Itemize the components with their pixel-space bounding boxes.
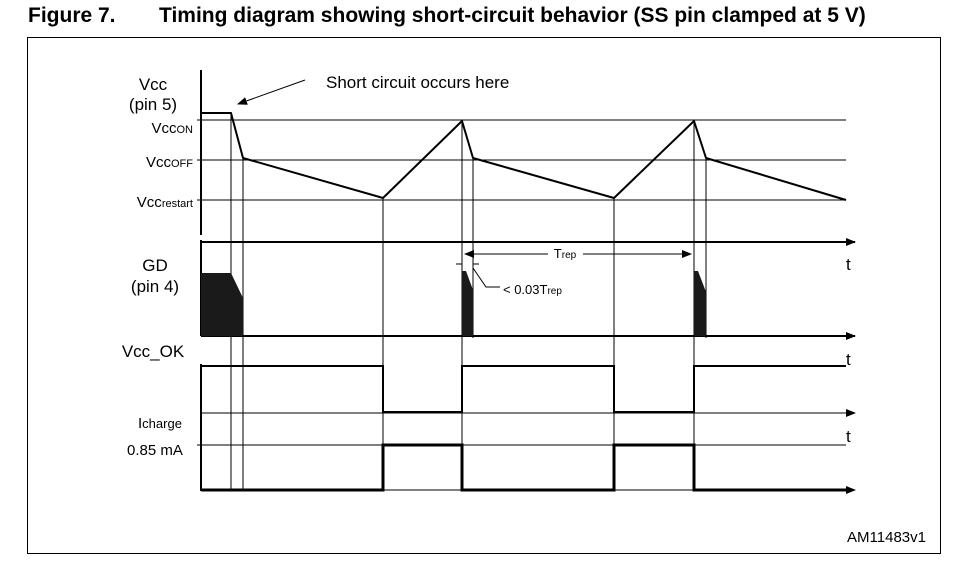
figure-caption: Timing diagram showing short-circuit beh… bbox=[159, 4, 866, 27]
icharge-label: Icharge bbox=[138, 415, 182, 432]
vcc-waveform bbox=[201, 112, 847, 201]
figure-number: Figure 7. bbox=[28, 4, 116, 27]
gd-pulse bbox=[694, 271, 706, 336]
icharge-level-label: 0.85 mA bbox=[127, 442, 183, 459]
gd-label: GD bbox=[142, 256, 168, 275]
vcc-pin-label: (pin 5) bbox=[129, 95, 177, 114]
vcc-off-label: VccOFF bbox=[146, 154, 193, 171]
icharge-waveform bbox=[201, 443, 846, 492]
gd-pin-label: (pin 4) bbox=[131, 277, 179, 296]
short-circuit-arrow bbox=[237, 79, 306, 105]
vcc-ok-waveform bbox=[201, 365, 846, 413]
vcc-ok-time-label: t bbox=[846, 350, 851, 369]
vcc-reference-levels bbox=[197, 119, 846, 201]
figure-title: Figure 7. Timing diagram showing short-ci… bbox=[28, 4, 866, 28]
figure-id-label: AM11483v1 bbox=[847, 529, 926, 546]
vcc-restart-label: Vccrestart bbox=[137, 194, 193, 211]
duty-cycle-label: < 0.03Trep bbox=[503, 282, 562, 297]
trep-label: Trep bbox=[554, 246, 577, 261]
vcc-on-label: VccON bbox=[151, 120, 193, 137]
vcc-ok-label: Vcc_OK bbox=[122, 342, 185, 361]
figure-frame bbox=[27, 37, 941, 554]
gd-pulse bbox=[462, 271, 473, 336]
duty-leader-line bbox=[472, 267, 500, 288]
vcc-label: Vcc bbox=[139, 75, 168, 94]
gd-pulse-burst bbox=[201, 273, 243, 336]
gd-time-label: t bbox=[846, 255, 851, 274]
icharge-time-label: t bbox=[846, 427, 851, 446]
short-circuit-label: Short circuit occurs here bbox=[326, 73, 509, 92]
